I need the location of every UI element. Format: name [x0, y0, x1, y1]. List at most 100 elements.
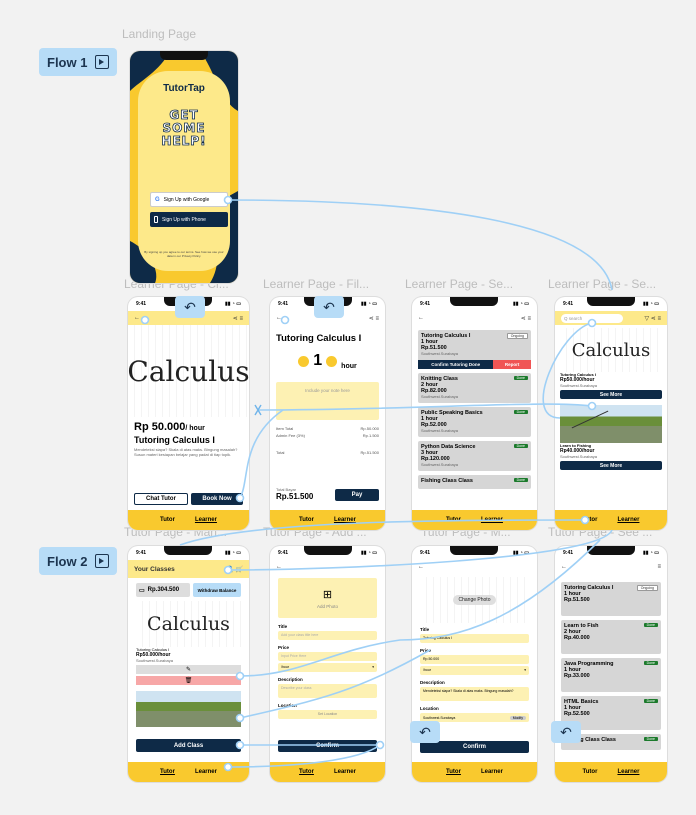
tab-tutor[interactable]: Tutor [160, 769, 175, 775]
tab-tutor[interactable]: Tutor [160, 517, 175, 523]
checkout-title: Tutoring Calculus I [276, 333, 362, 344]
change-photo-area[interactable]: Change Photo [420, 577, 529, 623]
play-icon [95, 554, 110, 568]
class-cover-art: Calculus [136, 601, 241, 647]
back-arrow-icon[interactable]: ← [276, 564, 282, 570]
phone-signup-button[interactable]: Sign Up with Phone [150, 212, 228, 227]
balance-display: ▭Rp.304.500 [136, 583, 190, 597]
title-input[interactable]: Add your class title here [278, 631, 377, 640]
edit-class-button[interactable]: ✎ [136, 665, 241, 674]
class-description: Mendeteksi siapa? Skala di atas maks. Bi… [134, 447, 238, 457]
class-cover-art: Calculus [560, 328, 662, 372]
price-input[interactable]: Input Price Here [278, 652, 377, 661]
tab-learner[interactable]: Learner [617, 517, 640, 523]
tutor-manage-screen: 9:41▮▮ ◔ ▭ Your Classes👤 🛒 ▭Rp.304.500 W… [128, 546, 249, 782]
play-icon [95, 55, 110, 69]
description-input[interactable]: Mendeteksi siapa? Skala di atas maks. Bi… [420, 687, 529, 701]
confirm-button[interactable]: Confirm [278, 740, 377, 752]
increase-button[interactable] [326, 355, 338, 367]
wallet-icon: ▭ [139, 587, 145, 594]
undo-arrow-icon[interactable]: ↶ [410, 721, 440, 743]
see-more-button[interactable]: See More [560, 461, 662, 470]
back-arrow-icon[interactable]: ← [418, 315, 424, 321]
image-plus-icon: ⊞ [322, 588, 333, 601]
delete-class-button[interactable]: 🗑 [136, 676, 241, 685]
title-input[interactable]: Tutoring Calculus I [420, 634, 529, 643]
brand-title: TutorTap [163, 83, 205, 94]
class-cover-photo [560, 405, 662, 443]
tab-learner[interactable]: Learner [617, 769, 640, 775]
report-button[interactable]: Report [493, 360, 531, 369]
back-arrow-icon[interactable]: ← [276, 315, 282, 321]
pay-button[interactable]: Pay [335, 489, 379, 501]
tab-tutor[interactable]: Tutor [582, 517, 598, 523]
location-input[interactable]: Set Location [278, 710, 377, 719]
class-title: Tutoring Calculus I [134, 435, 215, 445]
chat-tutor-button[interactable]: Chat Tutor [134, 493, 188, 505]
profile-cart-icons[interactable]: 👤 🛒 [226, 566, 243, 573]
undo-arrow-icon[interactable]: ↶ [314, 296, 344, 318]
filter-menu-icon[interactable]: ▽ ⋖ ≡ [644, 315, 661, 322]
headline: GET SOME HELP! [161, 108, 207, 148]
trash-icon: 🗑 [184, 678, 193, 684]
frame-label: Landing Page [122, 27, 197, 41]
tab-learner[interactable]: Learner [333, 769, 356, 775]
chevron-down-icon: ▾ [372, 665, 374, 669]
modify-location-button[interactable]: Modify [509, 715, 526, 720]
tab-learner[interactable]: Learner [480, 769, 503, 775]
tab-tutor[interactable]: Tutor [446, 769, 461, 775]
share-menu-icon[interactable]: ⋖ ≡ [520, 315, 531, 322]
decrease-button[interactable] [298, 355, 310, 367]
tab-learner[interactable]: Learner [333, 517, 356, 523]
share-menu-icon[interactable]: ⋖ ≡ [232, 315, 243, 322]
undo-arrow-icon[interactable]: ↶ [551, 721, 581, 743]
back-arrow-icon[interactable]: ← [418, 564, 424, 570]
confirm-button[interactable]: Confirm [420, 741, 529, 753]
tab-tutor[interactable]: Tutor [446, 517, 461, 523]
legal-text: By signing up you agree to our terms. Se… [144, 250, 224, 258]
flow-2-tag[interactable]: Flow 2 [39, 547, 118, 575]
price-unit-select[interactable]: /hour▾ [420, 666, 529, 675]
price-input[interactable]: Rp.50.000 [420, 655, 529, 664]
back-arrow-icon[interactable]: ← [134, 315, 140, 321]
back-arrow-icon[interactable]: ← [561, 564, 567, 570]
share-menu-icon[interactable]: ⋖ ≡ [368, 315, 379, 322]
frame-label: Learner Page - Fil... [263, 277, 370, 291]
confirm-done-button[interactable]: Confirm Tutoring Done [418, 360, 494, 369]
menu-icon[interactable]: ≡ [657, 564, 661, 570]
add-photo-area[interactable]: ⊞Add Photo [278, 578, 377, 618]
withdraw-button[interactable]: Withdraw Balance [193, 583, 241, 597]
description-input[interactable]: Describe your class [278, 684, 377, 698]
tab-tutor[interactable]: Tutor [299, 517, 314, 523]
tab-learner[interactable]: Learner [480, 517, 503, 523]
book-now-button[interactable]: Book Now [191, 493, 243, 505]
add-class-button[interactable]: Add Class [136, 739, 241, 752]
note-input[interactable]: Include your note here [276, 382, 379, 420]
undo-arrow-icon[interactable]: ↶ [175, 296, 205, 318]
flow-1-tag[interactable]: Flow 1 [39, 48, 118, 76]
see-more-button[interactable]: See More [560, 390, 662, 399]
tab-tutor[interactable]: Tutor [582, 769, 598, 775]
class-cover-photo [136, 691, 241, 727]
tab-learner[interactable]: Learner [194, 769, 217, 775]
tab-tutor[interactable]: Tutor [299, 769, 314, 775]
google-icon: G [155, 196, 160, 203]
price-unit-select[interactable]: /hour▾ [278, 663, 377, 672]
checkout-screen: 9:41▮▮ ◔ ▭ ←⋖ ≡ Tutoring Calculus I 1 ho… [270, 297, 385, 530]
search-input[interactable]: Q search [561, 313, 623, 323]
total-amount: Rp.51.500 [276, 492, 314, 501]
tab-learner[interactable]: Learner [194, 517, 217, 523]
